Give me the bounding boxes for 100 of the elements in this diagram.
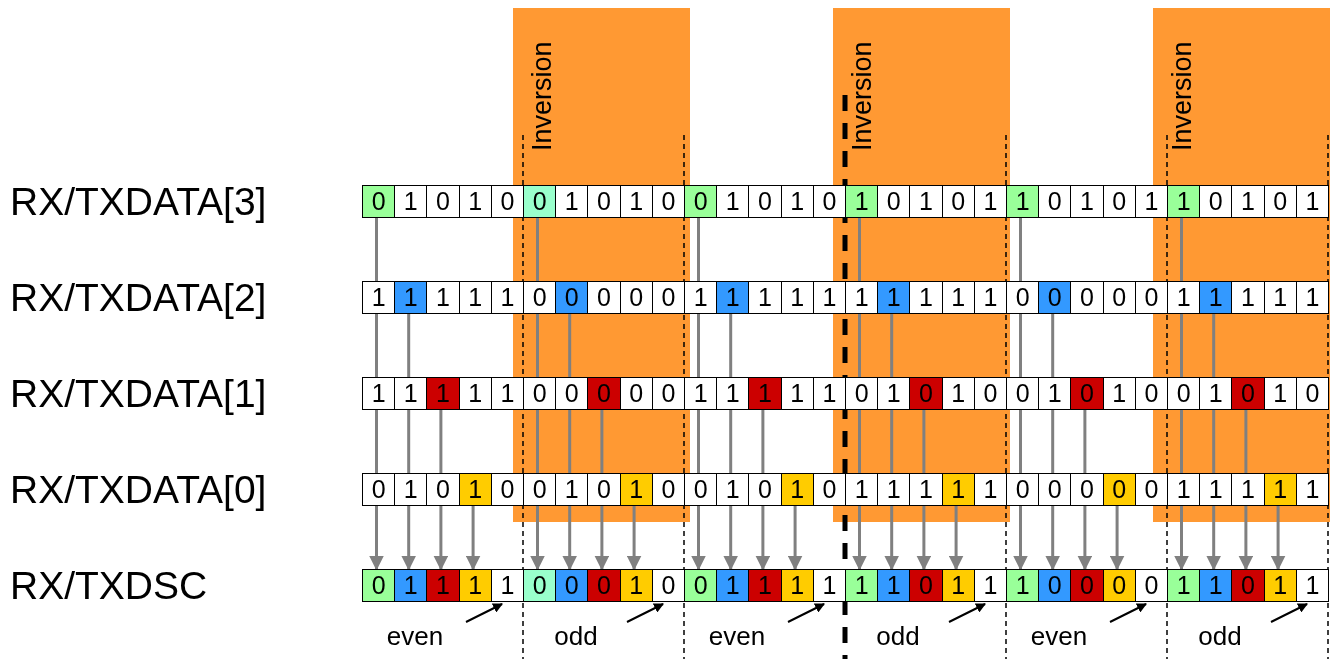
arrow: [1109, 603, 1148, 623]
bit-cell: 1: [555, 473, 589, 506]
bit-cell: 1: [812, 377, 846, 410]
bit-cell: 1: [973, 185, 1007, 218]
arrow: [1206, 506, 1222, 571]
bit-cell: 1: [1102, 377, 1136, 410]
bit-cell: 0: [684, 569, 718, 602]
bit-cell: 0: [1070, 281, 1104, 314]
bit-cell: 1: [1231, 473, 1265, 506]
arrow: [1045, 506, 1061, 571]
bit-cell: 1: [1167, 473, 1201, 506]
bit-cell: 0: [490, 185, 524, 218]
bit-cell: 1: [1167, 281, 1201, 314]
bit-cell: 0: [651, 281, 685, 314]
parity-label: odd: [1169, 618, 1271, 654]
arrow: [723, 506, 739, 571]
bit-cell: 1: [1199, 281, 1233, 314]
bit-cell: 1: [941, 473, 975, 506]
bit-cell: 0: [523, 473, 557, 506]
bit-cell: 0: [1134, 473, 1168, 506]
signal-name: RX/TXDATA[1]: [10, 374, 267, 413]
bit-cell: 0: [1038, 185, 1072, 218]
bit-cell: 1: [619, 569, 653, 602]
bit-cell: 1: [941, 377, 975, 410]
bit-cell: 0: [619, 377, 653, 410]
bit-cell: 0: [1006, 281, 1040, 314]
bit-cell: 0: [651, 473, 685, 506]
band-label: Inversion: [849, 41, 876, 151]
bit-cell: 0: [651, 377, 685, 410]
arrow: [369, 506, 384, 571]
bit-cell: 0: [651, 569, 685, 602]
bit-cell: 1: [490, 281, 524, 314]
bit-cell: 0: [523, 281, 557, 314]
bit-cell: 1: [748, 377, 782, 410]
bit-cell: 0: [877, 185, 911, 218]
arrow: [1270, 603, 1309, 623]
bit-cell: 1: [1199, 377, 1233, 410]
bit-cell: 1: [426, 281, 460, 314]
bit-cell: 1: [973, 281, 1007, 314]
arrow: [916, 506, 932, 571]
bit-cell: 0: [362, 185, 396, 218]
bit-cell: 1: [394, 281, 428, 314]
arrow: [1174, 506, 1189, 571]
arrow: [562, 506, 578, 571]
bit-cell: 1: [619, 185, 653, 218]
bit-cell: 0: [684, 185, 718, 218]
bit-cell: 1: [780, 473, 814, 506]
bit-cell: 0: [587, 569, 621, 602]
bit-cell: 1: [909, 281, 943, 314]
bit-cell: 1: [812, 569, 846, 602]
bit-cell: 0: [1038, 281, 1072, 314]
bit-cell: 0: [1134, 377, 1168, 410]
bit-cell: 1: [362, 281, 396, 314]
bit-cell: 0: [909, 377, 943, 410]
arrow: [1238, 506, 1254, 571]
bit-cell: 1: [1263, 569, 1297, 602]
signal-name: RX/TXDATA[3]: [10, 182, 267, 221]
bit-cell: 1: [780, 377, 814, 410]
bit-cell: 0: [1263, 185, 1297, 218]
band-label: Inversion: [1169, 41, 1196, 151]
parity-label: odd: [525, 618, 627, 654]
bit-cell: 0: [426, 185, 460, 218]
arrow: [465, 603, 504, 623]
bit-cell: 0: [523, 569, 557, 602]
bit-cell: 0: [523, 185, 557, 218]
bit-cell: 1: [877, 569, 911, 602]
bit-cell: 1: [877, 281, 911, 314]
bit-cell: 1: [1070, 185, 1104, 218]
bit-cell: 0: [845, 377, 879, 410]
arrow: [1270, 506, 1286, 571]
arrow: [755, 506, 771, 571]
signal-name: RX/TXDATA[2]: [10, 278, 267, 317]
bit-cell: 1: [490, 569, 524, 602]
bit-cell: 1: [619, 473, 653, 506]
bit-cell: 1: [458, 473, 492, 506]
bit-cell: 1: [845, 281, 879, 314]
bit-cell: 0: [1038, 473, 1072, 506]
bit-cell: 0: [1006, 473, 1040, 506]
bit-cell: 1: [941, 569, 975, 602]
bit-cell: 1: [845, 569, 879, 602]
bit-cell: 0: [555, 377, 589, 410]
arrow: [1077, 506, 1093, 571]
bit-cell: 0: [941, 185, 975, 218]
bit-cell: 1: [1295, 281, 1329, 314]
bit-cell: 0: [748, 185, 782, 218]
arrow: [594, 506, 610, 571]
signal-name: RX/TXDSC: [10, 566, 208, 605]
bit-cell: 1: [1199, 473, 1233, 506]
bit-cell: 0: [1006, 377, 1040, 410]
bit-cell: 1: [909, 185, 943, 218]
bit-cell: 1: [748, 281, 782, 314]
bit-cell: 1: [845, 473, 879, 506]
bit-cell: 0: [1102, 185, 1136, 218]
bit-cell: 1: [909, 473, 943, 506]
bit-cell: 1: [426, 377, 460, 410]
bit-cell: 1: [1263, 377, 1297, 410]
bit-cell: 1: [458, 377, 492, 410]
bit-cell: 0: [619, 281, 653, 314]
bit-cell: 1: [394, 569, 428, 602]
bit-cell: 0: [1134, 569, 1168, 602]
